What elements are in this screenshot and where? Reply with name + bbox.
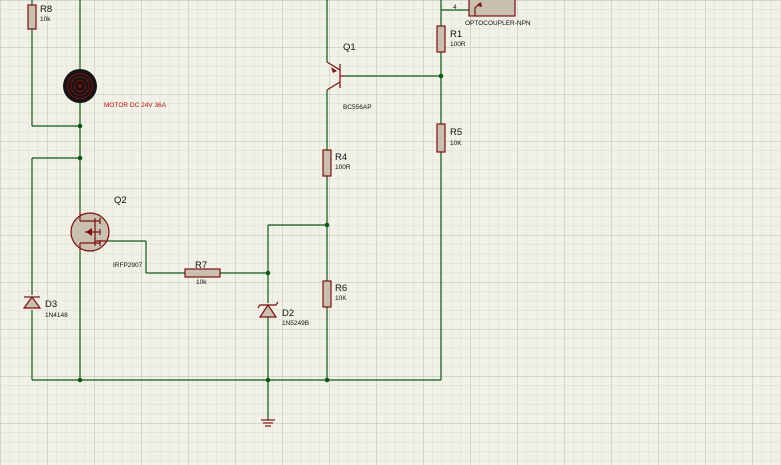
r6-value: 10K <box>335 295 347 302</box>
r1-value: 100R <box>450 41 466 48</box>
opto-pin-number: 4 <box>453 4 457 11</box>
r8-value: 10k <box>40 16 51 23</box>
resistor-r6[interactable]: R6 10K <box>322 280 347 308</box>
q2-value: IRFP2907 <box>113 262 143 269</box>
r1-ref: R1 <box>450 29 462 40</box>
junctions <box>77 73 444 383</box>
r4-ref: R4 <box>335 152 347 163</box>
q1-value: BC556AP <box>343 104 372 111</box>
q2-ref: Q2 <box>114 195 127 206</box>
wires <box>31 0 469 420</box>
d2-ref: D2 <box>282 308 294 319</box>
r5-value: 10K <box>450 140 462 147</box>
zener-diode-d2[interactable]: D2 1N5249B <box>257 301 309 327</box>
r7-ref: R7 <box>195 260 207 271</box>
r4-value: 100R <box>335 164 351 171</box>
mosfet-q2[interactable]: Q2 IRFP2907 <box>70 195 143 269</box>
motor-symbol[interactable]: MOTOR DC 24V 36A <box>63 60 167 109</box>
r8-ref: R8 <box>40 4 52 15</box>
r6-ref: R6 <box>335 283 347 294</box>
ground-symbol <box>261 419 275 427</box>
q1-ref: Q1 <box>343 42 356 53</box>
resistor-r8[interactable]: R8 10k <box>27 4 52 30</box>
resistor-r7[interactable]: R7 10k <box>184 260 221 286</box>
resistor-r1[interactable]: R1 100R <box>436 25 466 53</box>
opto-value: OPTOCOUPLER-NPN <box>465 20 531 27</box>
d2-value: 1N5249B <box>282 320 309 327</box>
d3-ref: D3 <box>45 299 57 310</box>
optocoupler[interactable]: 4 OPTOCOUPLER-NPN <box>453 0 531 27</box>
resistor-r5[interactable]: R5 10K <box>436 123 462 153</box>
transistor-q1[interactable]: Q1 BC556AP <box>326 42 372 111</box>
d3-value: 1N4148 <box>45 312 68 319</box>
diode-d3[interactable]: D3 1N4148 <box>22 295 68 319</box>
r5-ref: R5 <box>450 127 462 138</box>
motor-label: MOTOR DC 24V 36A <box>104 102 167 109</box>
r7-value: 10k <box>196 279 207 286</box>
resistor-r4[interactable]: R4 100R <box>322 149 351 177</box>
